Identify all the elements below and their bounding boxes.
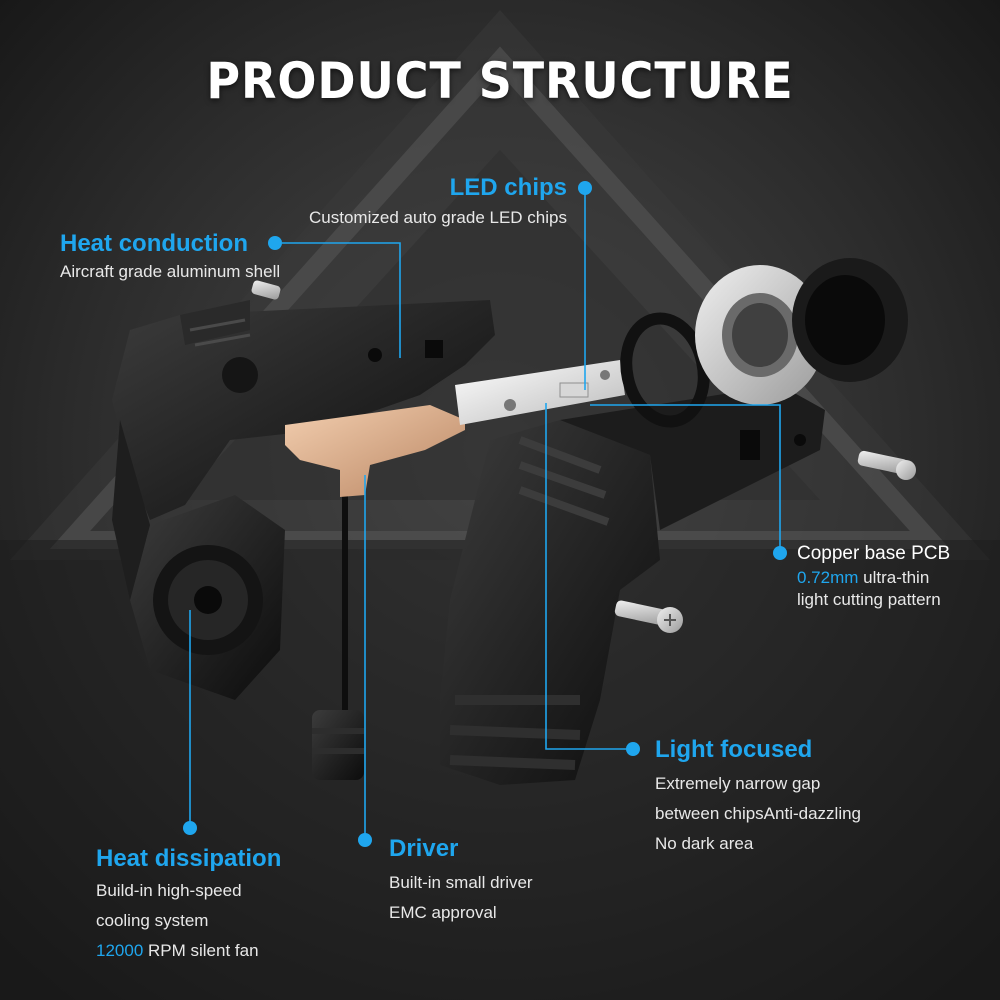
fan-rpm-value: 12000 <box>96 941 144 960</box>
screw-top-left <box>251 280 281 300</box>
callout-line-copper-pcb <box>590 404 781 553</box>
screws <box>251 280 916 633</box>
driver-housing <box>440 385 825 785</box>
driver-line1: Built-in small driver <box>389 873 533 892</box>
copper-pcb-line1: 0.72mm ultra-thin <box>797 568 930 587</box>
led-chips-description: Customized auto grade LED chips <box>309 208 567 227</box>
cable <box>312 490 364 780</box>
driver-line2: EMC approval <box>389 903 497 922</box>
heat-dissipation-heading: Heat dissipation <box>96 845 282 872</box>
copper-pcb-heading: Copper base PCB <box>797 543 951 564</box>
label-heat-dissipation: Heat dissipation Build-in high-speed coo… <box>96 845 281 961</box>
label-heat-conduction: Heat conduction Aircraft grade aluminum … <box>60 230 280 282</box>
lock-ring <box>695 265 825 405</box>
label-driver: Driver Built-in small driver EMC approva… <box>389 835 533 923</box>
screw-right <box>857 450 916 480</box>
heat-dissipation-line3: 12000 RPM silent fan <box>96 941 259 960</box>
callout-dot-led-chips <box>578 181 592 195</box>
heat-conduction-description: Aircraft grade aluminum shell <box>60 262 281 281</box>
led-pcb-board <box>455 360 625 425</box>
label-copper-pcb: Copper base PCB 0.72mm ultra-thin light … <box>797 543 950 610</box>
light-focused-line2: between chipsAnti-dazzling <box>655 804 862 823</box>
label-led-chips: LED chips Customized auto grade LED chip… <box>309 174 567 228</box>
copper-pcb-line2: light cutting pattern <box>797 590 941 609</box>
led-chips-heading: LED chips <box>449 174 567 201</box>
page-title: PRODUCT STRUCTURE <box>206 52 794 110</box>
heat-dissipation-line2: cooling system <box>96 911 209 930</box>
callout-line-heat-conduction <box>282 242 401 358</box>
heat-conduction-heading: Heat conduction <box>60 230 249 257</box>
callout-dot-light-focused <box>626 742 640 756</box>
callout-dot-driver <box>358 833 372 847</box>
label-light-focused: Light focused Extremely narrow gap betwe… <box>655 736 861 854</box>
screw-center <box>614 600 683 633</box>
light-focused-heading: Light focused <box>655 736 813 763</box>
copper-pcb-thickness: 0.72mm <box>797 568 859 587</box>
driver-heading: Driver <box>389 835 459 862</box>
callout-dot-heat-dissipation <box>183 821 197 835</box>
cooling-fan <box>112 420 285 700</box>
callout-dot-copper-pcb <box>773 546 787 560</box>
light-focused-line3: No dark area <box>655 834 754 853</box>
copper-base <box>285 405 465 497</box>
heat-dissipation-line1: Build-in high-speed <box>96 881 242 900</box>
rubber-seal <box>792 258 908 382</box>
callout-dot-heat-conduction <box>268 236 282 250</box>
callout-line-light-focused <box>545 403 632 750</box>
light-focused-line1: Extremely narrow gap <box>655 774 821 793</box>
